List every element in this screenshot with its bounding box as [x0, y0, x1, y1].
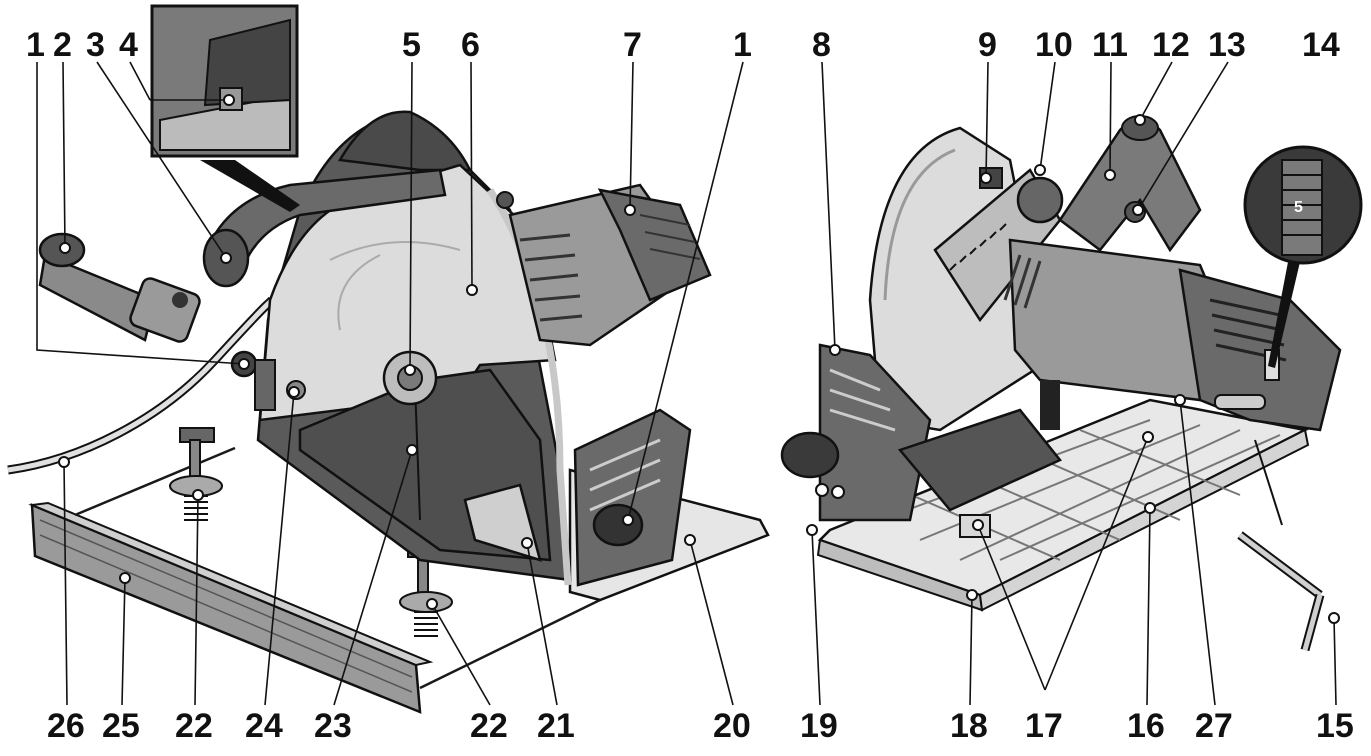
callout-27: 27	[1195, 707, 1233, 745]
callout-11: 11	[1092, 26, 1128, 64]
motor-housing-left	[496, 183, 712, 347]
callout-5: 5	[402, 26, 421, 64]
callout-6: 6	[461, 26, 480, 64]
guide-rail-top	[28, 501, 434, 667]
guide-rail	[30, 503, 422, 714]
depth-knob	[1016, 176, 1064, 224]
callout-18: 18	[950, 707, 988, 745]
callout-3: 3	[86, 26, 105, 64]
callout-20: 20	[713, 707, 751, 745]
callout-22a: 22	[175, 707, 213, 745]
callout-8: 8	[812, 26, 831, 64]
detail-inset-left	[150, 4, 300, 212]
splitter-guide	[463, 483, 542, 562]
front-fence	[573, 408, 692, 587]
rail-rod	[74, 446, 236, 517]
callout-25: 25	[102, 707, 140, 745]
bottom-callout-numbers: 26 25 22 24 23 22 21 20 19 18 17 16 27 1…	[47, 707, 1354, 745]
hex-key	[1237, 439, 1325, 652]
detail-inset-right: 5	[1243, 145, 1363, 368]
callout-12: 12	[1152, 26, 1190, 64]
callout-7: 7	[623, 26, 642, 64]
leader-lines	[36, 61, 1337, 706]
callout-19: 19	[800, 707, 838, 745]
callout-16: 16	[1127, 707, 1165, 745]
callout-4: 4	[119, 26, 138, 64]
callout-2: 2	[53, 26, 72, 64]
right-saw-illustration: 5	[780, 115, 1363, 652]
callout-9: 9	[978, 26, 997, 64]
callout-23: 23	[314, 707, 352, 745]
left-saw-illustration	[7, 4, 770, 714]
top-callout-numbers: 1 2 3 4 5 6 7 1 8 9 10 11 12 13 14	[26, 26, 1340, 64]
callout-21: 21	[537, 707, 575, 745]
callout-13: 13	[1208, 26, 1246, 64]
angle-fence	[780, 343, 932, 522]
callout-24: 24	[245, 707, 283, 745]
top-handle	[1058, 118, 1202, 253]
clamp-left	[169, 427, 223, 521]
scale-marking: 5	[1294, 199, 1303, 216]
callout-14: 14	[1302, 26, 1340, 64]
callout-17: 17	[1025, 707, 1063, 745]
callout-22b: 22	[470, 707, 508, 745]
callout-10: 10	[1035, 26, 1073, 64]
leader-dots	[58, 94, 1340, 624]
callout-1: 1	[26, 26, 45, 64]
callout-15: 15	[1316, 707, 1354, 745]
callout-26: 26	[47, 707, 85, 745]
callout-1b: 1	[733, 26, 752, 64]
